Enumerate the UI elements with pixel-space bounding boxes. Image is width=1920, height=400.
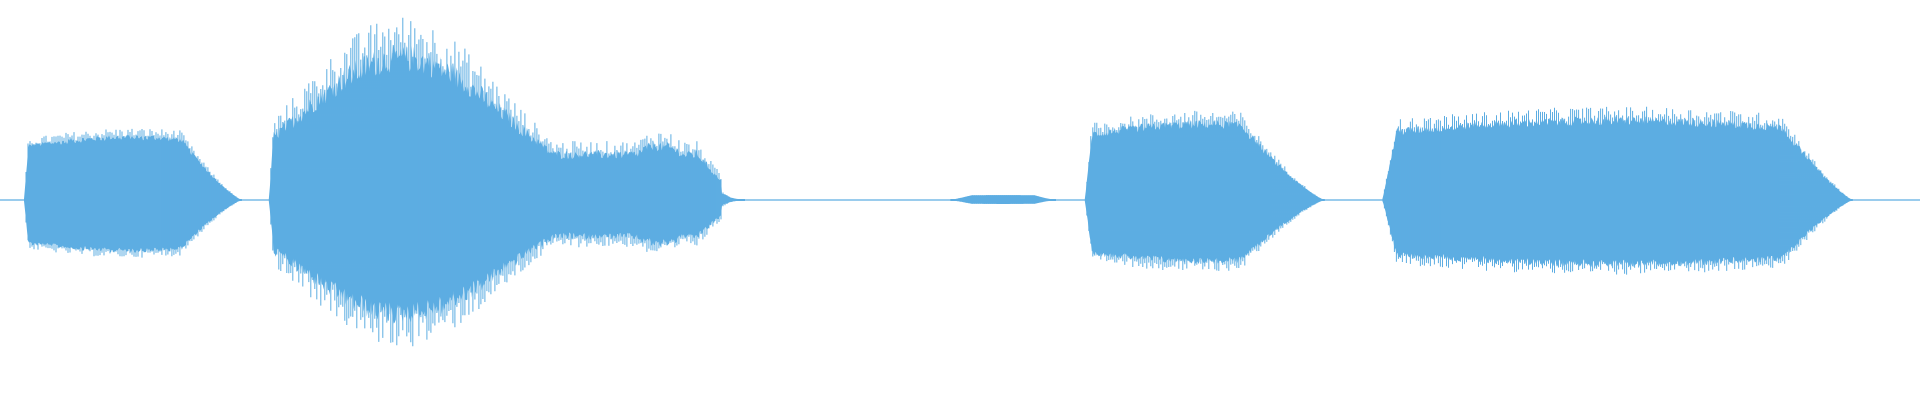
waveform-clip-4-spikes: [1086, 110, 1318, 271]
waveform-clip-3-spikes: [965, 195, 1039, 204]
waveform-clip-2-peaks: [270, 17, 728, 347]
waveform-clip-5-peaks: [1383, 106, 1848, 275]
waveform-clip-1-peaks: [25, 128, 237, 258]
waveform-clip-2-spikes: [270, 17, 728, 347]
waveform-clip-1-spikes: [25, 128, 237, 258]
waveform-clip-4-peaks: [1086, 110, 1318, 271]
waveform-segments: [24, 17, 1853, 347]
waveform-clip-5-spikes: [1383, 106, 1848, 275]
waveform-clip-3-peaks: [965, 195, 1039, 204]
